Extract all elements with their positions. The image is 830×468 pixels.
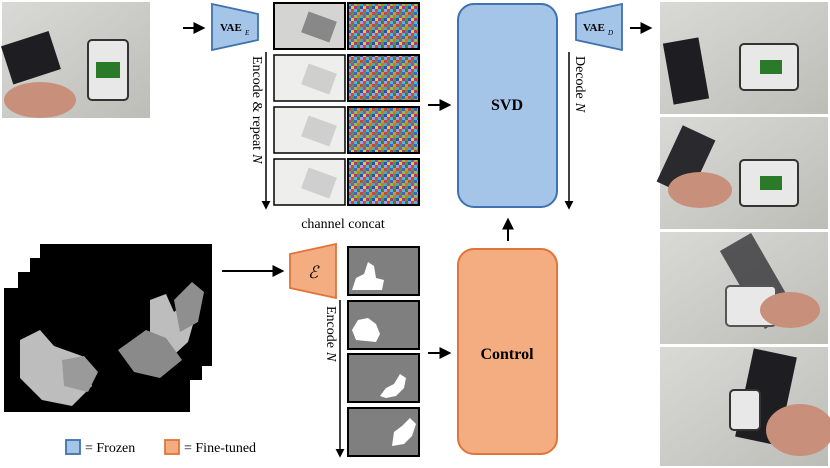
noise-latent-2 [347, 54, 420, 102]
svd-label: SVD [491, 97, 523, 114]
noise-latent-3 [347, 106, 420, 154]
output-frame-2 [656, 117, 828, 229]
latent-frame-3 [273, 106, 346, 154]
encode-text: EncodeN [323, 306, 338, 362]
legend-finetuned-label: = Fine-tuned [184, 441, 256, 456]
encoded-mask-2 [347, 300, 420, 350]
noise-latent-1 [347, 2, 420, 50]
mask-encoder-label: ℰ [308, 263, 320, 282]
vae-encoder-sub: E [244, 29, 250, 37]
vae-encoder-label: VAE [220, 22, 242, 34]
control-block: Control [457, 248, 558, 455]
encode-repeat-text: Encode & repeatN [249, 56, 264, 164]
legend-frozen-swatch [65, 439, 81, 455]
control-label: Control [480, 346, 534, 363]
latent-frame-1 [273, 2, 346, 50]
encoded-mask-1 [347, 246, 420, 296]
output-frame-3 [660, 232, 828, 344]
legend: = Frozen = Fine-tuned [65, 439, 256, 456]
svd-block: SVD [457, 3, 558, 208]
output-frame-4 [660, 347, 830, 466]
mask-encoder-block: ℰ [289, 242, 337, 300]
legend-frozen-label: = Frozen [85, 441, 135, 456]
noise-latent-4 [347, 158, 420, 206]
latent-frame-4 [273, 158, 346, 206]
mask-stack [4, 244, 212, 412]
input-frame [0, 2, 150, 118]
vae-encoder-block: VAE E [211, 2, 259, 52]
output-frame-1 [660, 2, 828, 114]
encoded-mask-3 [347, 353, 420, 403]
vae-decoder-block: VAE D [575, 2, 623, 52]
vae-decoder-sub: D [607, 29, 613, 37]
channel-concat-label: channel concat [301, 217, 385, 232]
vae-decoder-label: VAE [583, 22, 605, 34]
encoded-mask-4 [347, 407, 420, 457]
decode-text: DecodeN [572, 56, 587, 113]
legend-finetuned-swatch [164, 439, 180, 455]
latent-frame-2 [273, 54, 346, 102]
